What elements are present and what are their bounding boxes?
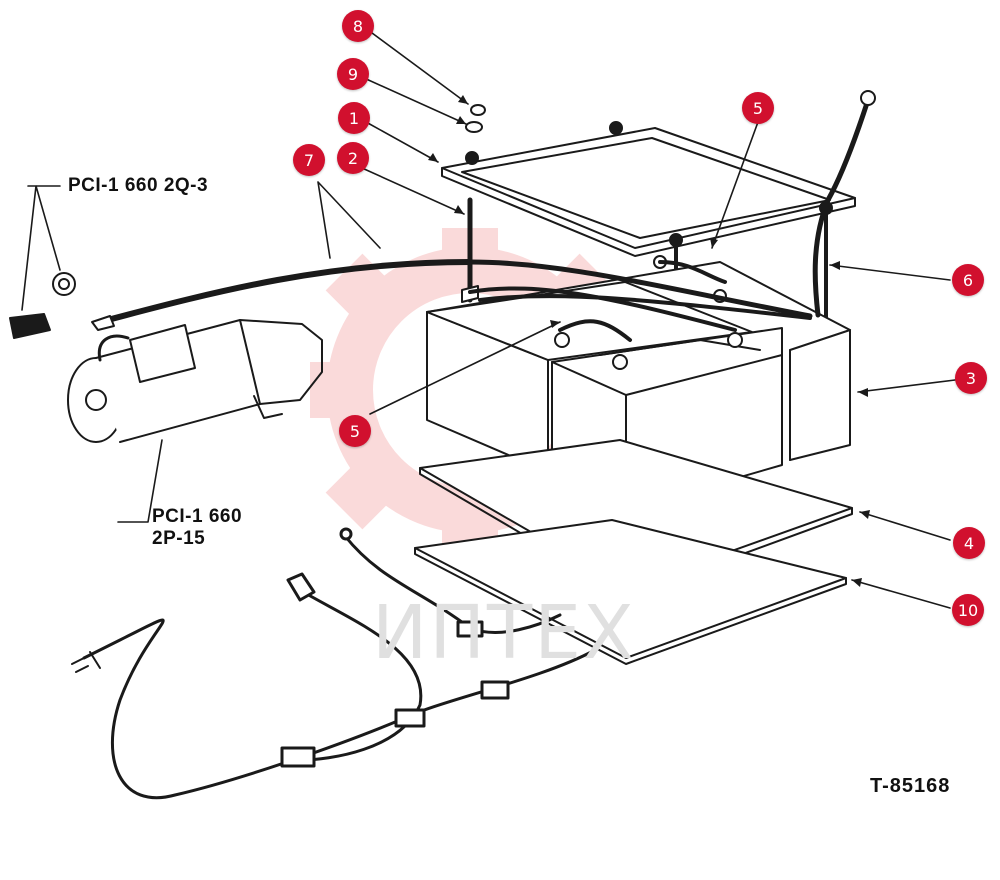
part-number-clamps: PCI-1 660 2Q-3	[68, 175, 209, 196]
part-number-starter-line2: 2P-15	[152, 528, 206, 549]
starter-cable	[91, 259, 813, 331]
nut-and-washer	[465, 104, 486, 133]
callout-9[interactable]: 9	[337, 58, 369, 90]
callout-2[interactable]: 2	[337, 142, 369, 174]
battery-interconnect-cables	[468, 260, 812, 342]
callout-5-bottom[interactable]: 5	[339, 415, 371, 447]
battery-frame	[441, 121, 856, 257]
ground-strap	[812, 90, 876, 318]
leader-lines	[21, 29, 956, 609]
callout-6[interactable]: 6	[952, 264, 984, 296]
callout-4[interactable]: 4	[953, 527, 985, 559]
callout-5-top[interactable]: 5	[742, 92, 774, 124]
callout-7[interactable]: 7	[293, 144, 325, 176]
battery-pads	[414, 439, 853, 665]
callout-1[interactable]: 1	[338, 102, 370, 134]
callout-3[interactable]: 3	[955, 362, 987, 394]
clamp-parts	[9, 272, 76, 339]
heater-cord-set	[71, 527, 597, 800]
starter-motor	[67, 319, 323, 443]
part-number-starter-line1: PCI-1 660	[152, 506, 243, 527]
leader-arrowheads	[428, 95, 870, 587]
watermark-text: ИПТЕХ	[372, 590, 636, 676]
figure-reference: T-85168	[870, 775, 951, 797]
callout-8[interactable]: 8	[342, 10, 374, 42]
callout-10[interactable]: 10	[952, 594, 984, 626]
